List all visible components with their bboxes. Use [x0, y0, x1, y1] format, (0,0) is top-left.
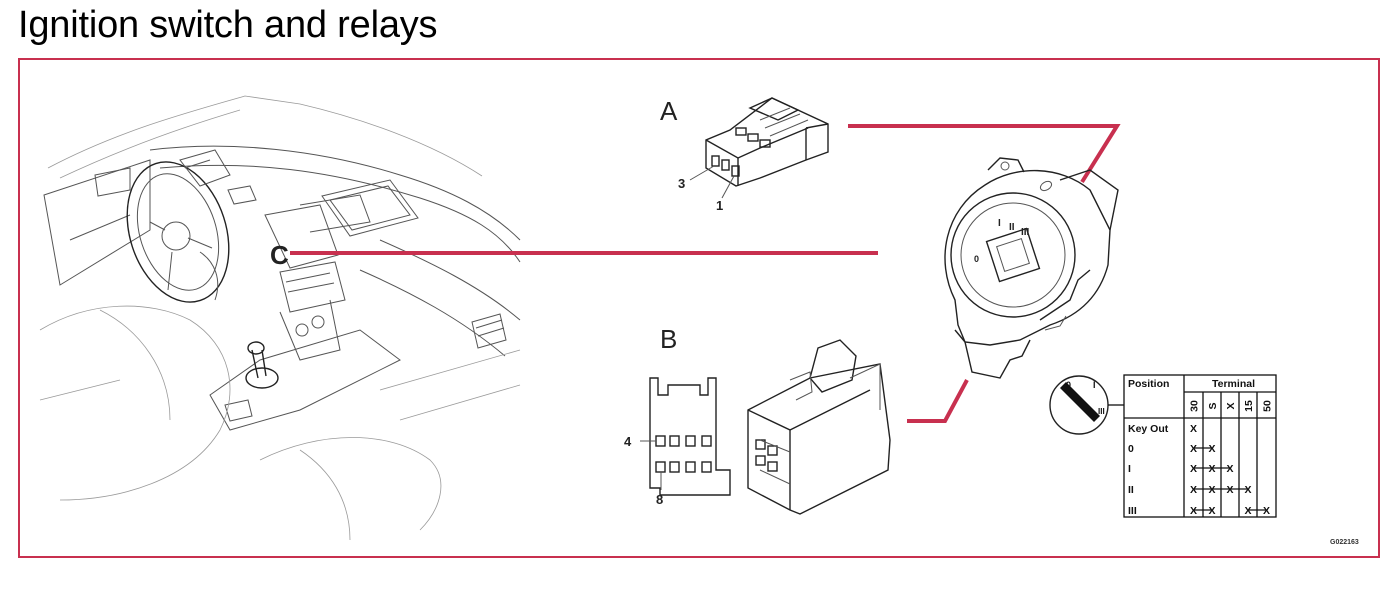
row-position-label: Key Out [1128, 423, 1169, 435]
key-position-symbol: 0 I III [1049, 375, 1124, 435]
row-position-label: II [1128, 484, 1134, 496]
terminal-mark: X [1208, 443, 1215, 455]
terminal-mark: X [1226, 463, 1233, 475]
row-position-label: III [1128, 505, 1137, 517]
connector-a-label: A [660, 96, 678, 126]
leader-lines [290, 124, 1121, 423]
page-title: Ignition switch and relays [18, 4, 438, 46]
terminal-mark: X [1190, 443, 1197, 455]
table-header-position: Position [1128, 378, 1169, 390]
pin-label-1: 1 [716, 198, 723, 213]
terminal-mark: X [1190, 463, 1197, 475]
figure-frame [18, 58, 1380, 558]
switch-mark-i: I [998, 218, 1001, 229]
terminal-mark: X [1263, 505, 1270, 517]
terminal-header-30: 30 [1189, 400, 1201, 412]
terminal-mark: X [1226, 484, 1233, 496]
figure-code: G022163 [1330, 539, 1359, 546]
terminal-header-x: X [1225, 402, 1237, 409]
terminal-header-15: 15 [1243, 400, 1255, 412]
terminal-mark: X [1190, 423, 1197, 435]
switch-mark-0: 0 [974, 254, 979, 264]
connector-b: B 4 8 [624, 324, 891, 515]
terminal-mark: X [1190, 484, 1197, 496]
connector-a: A 3 1 [660, 96, 829, 213]
switch-mark-iii: III [1021, 227, 1030, 238]
row-position-label: I [1128, 463, 1131, 475]
location-marker-c: C [270, 240, 289, 270]
row-position-label: 0 [1128, 443, 1134, 455]
terminal-header-s: S [1207, 402, 1219, 409]
terminal-mark: X [1208, 505, 1215, 517]
key-mark-i: I [1093, 380, 1096, 390]
terminal-mark: X [1244, 505, 1251, 517]
car-interior-illustration: C [39, 95, 521, 541]
terminal-mark: X [1244, 484, 1251, 496]
key-mark-iii: III [1098, 407, 1105, 416]
terminal-header-50: 50 [1262, 400, 1274, 412]
pin-label-8: 8 [656, 492, 663, 507]
ignition-switch: 0 I II III [944, 157, 1119, 379]
terminal-mark: X [1208, 463, 1215, 475]
key-mark-0: 0 [1066, 380, 1071, 390]
table-header-terminal: Terminal [1212, 378, 1255, 390]
pin-label-3: 3 [678, 176, 685, 191]
switch-mark-ii: II [1009, 222, 1015, 233]
terminal-mark: X [1208, 484, 1215, 496]
terminal-mark: X [1190, 505, 1197, 517]
connector-b-label: B [660, 324, 677, 354]
pin-label-4: 4 [624, 434, 632, 449]
